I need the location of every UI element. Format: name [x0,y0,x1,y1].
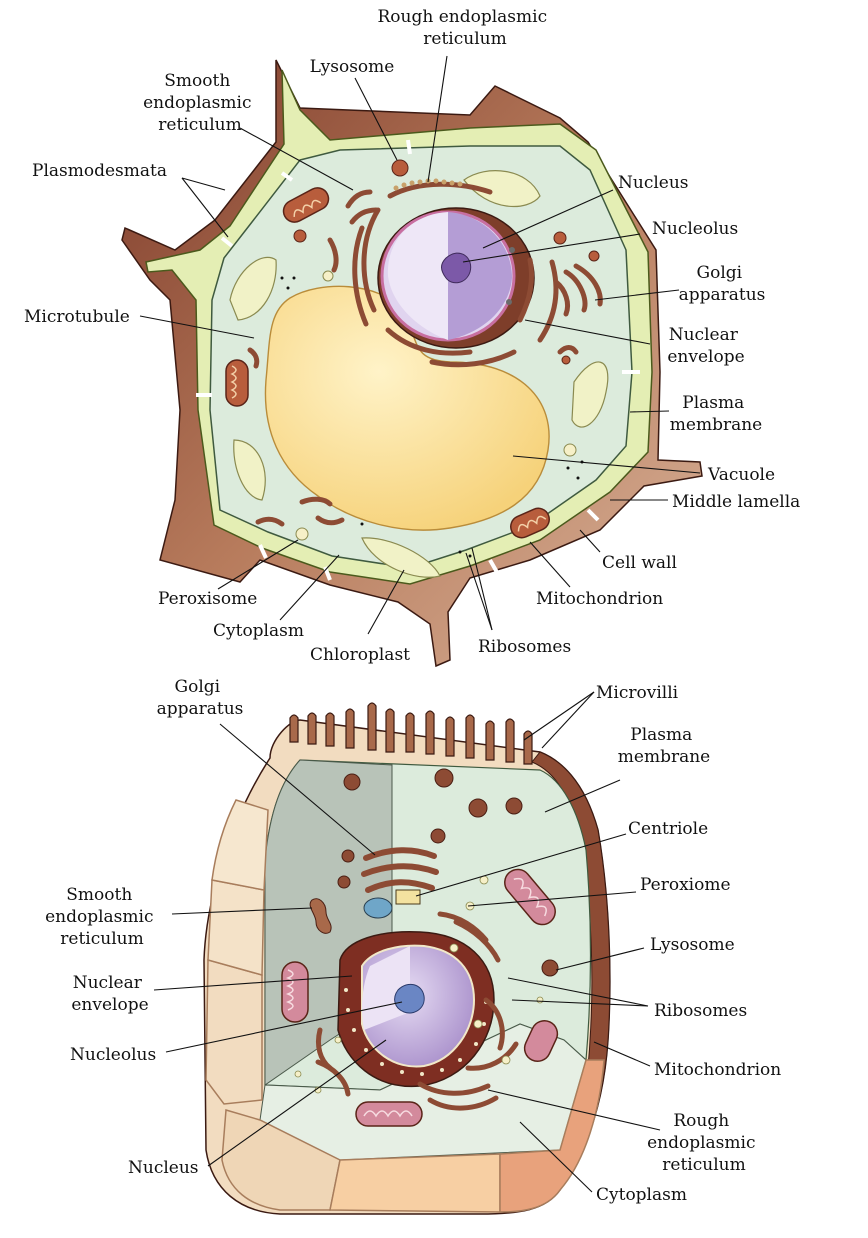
plant-organelles [247,181,603,527]
animal-label-microvilli: Microvilli [596,683,679,703]
plant-label-nucleus: Nucleus [618,173,689,193]
animal-segments [205,799,605,1213]
plant-label-vacuole: Vacuole [707,465,775,485]
animal-labels: Golgi apparatus Microvilli Plasma membra… [45,677,781,1205]
plant-label-mitochondrion: Mitochondrion [536,589,663,609]
plant-label-plasmodesmata: Plasmodesmata [32,161,167,181]
animal-label-golgi: Golgi apparatus [157,677,244,719]
animal-rough-er [315,911,519,1111]
animal-nucleus [337,931,495,1088]
plant-label-smooth-er: Smooth endoplasmic reticulum [143,71,257,135]
plant-chloroplasts [229,170,609,578]
animal-label-cytoplasm: Cytoplasm [596,1185,687,1205]
plant-nucleolus [441,252,472,284]
plant-label-middle-lamella: Middle lamella [672,492,800,512]
plant-ribosome-dots [393,178,463,191]
animal-label-rough-er: Rough endoplasmic reticulum [647,1111,761,1175]
plant-vesicles [293,159,600,541]
animal-ribosome-dots [294,875,544,1094]
animal-label-ribosomes: Ribosomes [654,1001,747,1021]
plant-label-microtubule: Microtubule [24,307,130,327]
plant-leader-lines [139,55,701,635]
plant-label-nuclear-envelope: Nuclear envelope [667,325,744,367]
animal-label-nucleus: Nucleus [128,1158,199,1178]
animal-vesicles [337,768,559,977]
plant-label-cell-wall: Cell wall [602,553,677,573]
plant-labels: Rough endoplasmic reticulum Lysosome Smo… [24,7,800,665]
plant-label-rough-er: Rough endoplasmic reticulum [377,7,552,49]
animal-label-lysosome: Lysosome [650,935,735,955]
plant-cell [121,59,703,668]
plant-nucleus [377,207,535,349]
animal-label-nuclear-envelope: Nuclear envelope [71,973,148,1015]
plant-label-cytoplasm: Cytoplasm [213,621,304,641]
animal-nucleolus [394,983,425,1014]
animal-leader-lines [153,691,661,1193]
plant-label-nucleolus: Nucleolus [652,219,738,239]
animal-mitochondria [281,868,559,1127]
animal-label-mitochondrion: Mitochondrion [654,1060,781,1080]
plant-label-chloroplast: Chloroplast [310,645,410,665]
animal-centriole [363,889,421,919]
plant-label-plasma-membrane: Plasma membrane [670,393,762,435]
animal-golgi [361,847,439,893]
animal-label-plasma-membrane: Plasma membrane [618,725,710,767]
plasmodesmata-marks [196,139,640,581]
plant-label-ribosomes: Ribosomes [478,637,571,657]
animal-microvilli [289,702,533,765]
plant-mitochondria [225,187,550,539]
animal-label-centriole: Centriole [628,819,708,839]
animal-label-peroxiome: Peroxiome [640,875,731,895]
plant-label-golgi: Golgi apparatus [679,263,766,305]
animal-smooth-er [309,898,332,934]
animal-cell [203,702,611,1215]
plant-label-peroxisome: Peroxisome [158,589,257,609]
animal-label-smooth-er: Smooth endoplasmic reticulum [45,885,159,949]
plant-label-lysosome: Lysosome [310,57,395,77]
animal-label-nucleolus: Nucleolus [70,1045,156,1065]
